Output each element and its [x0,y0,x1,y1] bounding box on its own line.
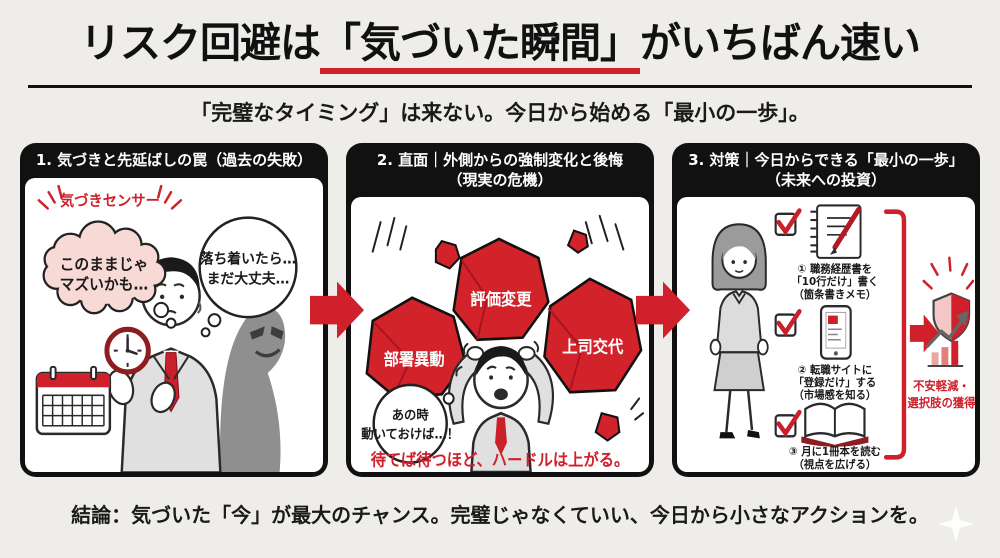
clock-icon [104,326,151,375]
notebook-pen-icon [810,204,862,260]
item1-line2: 「10行だけ」書く [791,275,878,288]
falling-rocks: 部署異動 評価変更 上司交代 [365,229,643,442]
title-divider [28,85,972,89]
item2-line2: 「登録だけ」する [793,376,876,389]
alert-marks-icon [37,184,183,210]
check-icon [776,409,802,438]
panel2-header-line1: 2. 直面｜外側からの強制変化と後悔 [376,151,624,170]
title-part3: がいちばん速い [640,19,921,67]
rock-label-1: 部署異動 [384,350,445,370]
item1-line1: ① 職務経歴書を [798,262,872,275]
item1-line3: （箇条書きメモ） [793,288,876,301]
item2-line3: （市場感を知る） [793,388,876,401]
speech-line1: 落ち着いたら… [200,250,297,267]
bracket-icon [883,209,907,460]
speech-bubble: 落ち着いたら… まだ大丈夫… [198,215,298,338]
item2-line1: ② 転職サイトに [798,363,872,376]
checklist-item-3: ③ 月に1冊本を読む （視点を広げる） [774,402,881,471]
panel-action: 3. 対策｜今日からできる「最小の一歩」 （未来への投資） [672,143,980,478]
awareness-sensor: 気づきセンサー [37,184,183,210]
outcome-line2: 選択肢の獲得 [907,396,975,410]
regret-line1: あの時 [392,407,429,423]
panel1-header-line1: 1. 気づきと先延ばしの罠（過去の失敗） [35,151,313,170]
thought-line2: マズいかも… [60,275,149,293]
item3-line1: ③ 月に1冊本を読む [789,445,881,458]
check-icon [776,208,802,236]
panel-crisis: 2. 直面｜外側からの強制変化と後悔 （現実の危機） [346,143,654,478]
regret-bubble: あの時 動いておけば…！ [361,383,459,465]
subtitle: 「完璧なタイミング」は来ない。今日から始める「最小の一歩」。 [190,101,810,126]
panel3-illustration: ① 職務経歴書を 「10行だけ」書く （箇条書きメモ） [677,197,975,473]
conclusion: 結論：気づいた「今」が最大のチャンス。完璧じゃなくていい、今日から小さなアクショ… [71,503,929,528]
panel-awareness: 1. 気づきと先延ばしの罠（過去の失敗） [20,143,328,478]
panel2-header: 2. 直面｜外側からの強制変化と後悔 （現実の危機） [351,143,649,197]
thought-bubble: このままじゃ マズいかも… [42,220,177,329]
speed-lines-icon [371,214,645,421]
panel3-header-line1: 3. 対策｜今日からできる「最小の一歩」 [688,151,964,170]
open-book-icon [801,402,869,447]
thought-line1: このままじゃ [60,255,149,273]
regret-line2: 動いておけば…！ [361,426,459,442]
title-part1: リスク回避は [80,19,321,67]
title-highlight: 「気づいた瞬間」 [320,19,641,75]
panel2-scene: 部署異動 評価変更 上司交代 [361,214,645,473]
shield-growth-icon [922,256,975,368]
smartphone-icon [819,305,852,360]
panel3-scene: ① 職務経歴書を 「10行だけ」書く （箇条書きメモ） [709,204,975,471]
check-icon [776,309,802,337]
panel1-scene: このままじゃ マズいかも… 落ち着いたら… まだ大丈夫… 気づきセンサー [35,184,298,473]
panel2-illustration: 部署異動 評価変更 上司交代 [351,197,649,473]
outcome-arrow-icon [909,314,940,353]
item3-line2: （視点を広げる） [793,458,876,471]
panel3-header: 3. 対策｜今日からできる「最小の一歩」 （未来への投資） [677,143,975,197]
panel1-header: 1. 気づきと先延ばしの罠（過去の失敗） [25,143,323,178]
speech-line2: まだ大丈夫… [207,270,290,287]
panel2-header-line2: （現実の危機） [447,170,553,189]
rock-label-2: 評価変更 [470,290,531,310]
shadow-figure [220,306,286,473]
panel1-illustration: このままじゃ マズいかも… 落ち着いたら… まだ大丈夫… 気づきセンサー [25,177,323,473]
rock-label-3: 上司交代 [562,337,623,357]
panel3-header-line2: （未来への投資） [765,170,886,189]
checklist-item-2: ② 転職サイトに 「登録だけ」する （市場感を知る） [774,305,876,402]
page-title: リスク回避は「気づいた瞬間」がいちばん速い [0,0,1000,75]
sensor-label: 気づきセンサー [60,191,160,209]
outcome-line1: 不安軽減・ [913,379,970,393]
distressed-man [447,340,554,473]
panel2-bottom-message: 待てば待つほど、ハードルは上がる。 [371,450,630,470]
checklist-item-1: ① 職務経歴書を 「10行だけ」書く （箇条書きメモ） [774,204,878,301]
woman-figure [709,223,769,439]
calendar-icon [35,365,112,435]
risk-progress-label: リスク進行中 [293,295,308,392]
panels-row: 1. 気づきと先延ばしの罠（過去の失敗） [0,143,1000,478]
